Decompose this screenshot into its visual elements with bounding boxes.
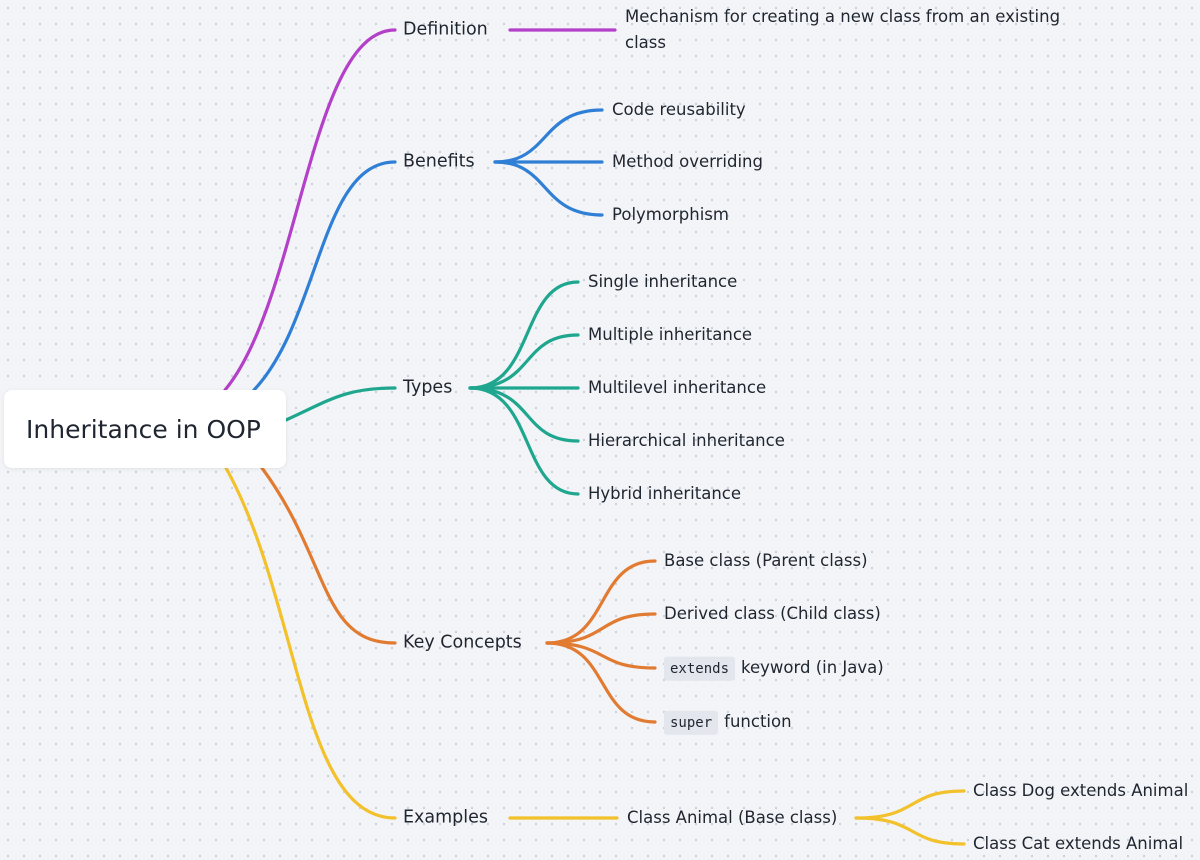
concept-item[interactable]: Base class (Parent class) [664,550,868,570]
definition-leaf-text: Mechanism for creating a new class from … [625,7,1061,52]
definition-leaf[interactable]: Mechanism for creating a new class from … [625,4,1095,56]
edge-root-key-concepts [260,466,397,645]
edge-key-1 [545,559,657,645]
benefit-item[interactable]: Code reusability [612,99,746,119]
example-animal[interactable]: Class Animal (Base class) [627,807,838,827]
example-animal-label: Class Animal (Base class) [627,807,838,827]
root-label: Inheritance in OOP [26,414,261,444]
type-item-label: Hybrid inheritance [588,483,742,503]
edge-animal-dog [854,789,966,820]
concept-item-label: Base class (Parent class) [664,550,868,570]
example-cat-label: Class Cat extends Animal [973,833,1184,853]
root-node[interactable]: Inheritance in OOP [4,390,286,468]
edge-key-4 [545,641,657,724]
edge-benefits-1 [493,108,604,164]
type-item[interactable]: Multilevel inheritance [588,377,767,397]
benefit-item[interactable]: Method overriding [612,151,763,171]
branch-examples-label: Examples [403,807,489,828]
edge-key-2 [545,612,657,645]
branch-types-label: Types [403,377,453,398]
type-item[interactable]: Hybrid inheritance [588,483,742,503]
branch-definition-label: Definition [403,19,488,40]
edge-types-5 [468,386,580,496]
edge-benefits-3 [493,160,604,217]
benefit-item[interactable]: Polymorphism [612,204,729,224]
branch-benefits-label: Benefits [403,151,475,172]
edge-root-definition [223,28,397,392]
edge-types-4 [468,386,580,443]
type-item-label: Multiple inheritance [588,324,753,344]
type-item[interactable]: Multiple inheritance [588,324,753,344]
concept-item-label: keyword (in Java) [741,657,884,677]
example-cat[interactable]: Class Cat extends Animal [973,833,1184,853]
branch-key-concepts-label: Key Concepts [403,632,522,653]
code-extends: extends [664,656,736,681]
edge-key-3 [545,641,657,670]
example-dog[interactable]: Class Dog extends Animal [973,780,1189,800]
branch-key-concepts[interactable]: Key Concepts [403,634,522,652]
edge-root-benefits [252,160,397,392]
type-item-label: Single inheritance [588,271,738,291]
concept-item-label: function [724,711,792,731]
benefit-item-label: Polymorphism [612,204,729,224]
example-dog-label: Class Dog extends Animal [973,780,1189,800]
edge-types-1 [468,280,580,390]
concept-item[interactable]: Derived class (Child class) [664,603,881,623]
type-item-label: Multilevel inheritance [588,377,767,397]
edge-root-types [284,386,397,422]
edge-types-2 [468,333,580,390]
branch-types[interactable]: Types [403,379,452,397]
branch-definition[interactable]: Definition [403,21,488,39]
concept-item-label: Derived class (Child class) [664,603,881,623]
branch-examples[interactable]: Examples [403,809,488,827]
type-item[interactable]: Hierarchical inheritance [588,430,785,450]
type-item[interactable]: Single inheritance [588,271,738,291]
edge-animal-cat [854,816,966,846]
benefit-item-label: Method overriding [612,151,763,171]
edge-root-examples [224,466,397,820]
type-item-label: Hierarchical inheritance [588,430,785,450]
benefit-item-label: Code reusability [612,99,746,119]
code-super: super [664,710,719,735]
branch-benefits[interactable]: Benefits [403,153,475,171]
